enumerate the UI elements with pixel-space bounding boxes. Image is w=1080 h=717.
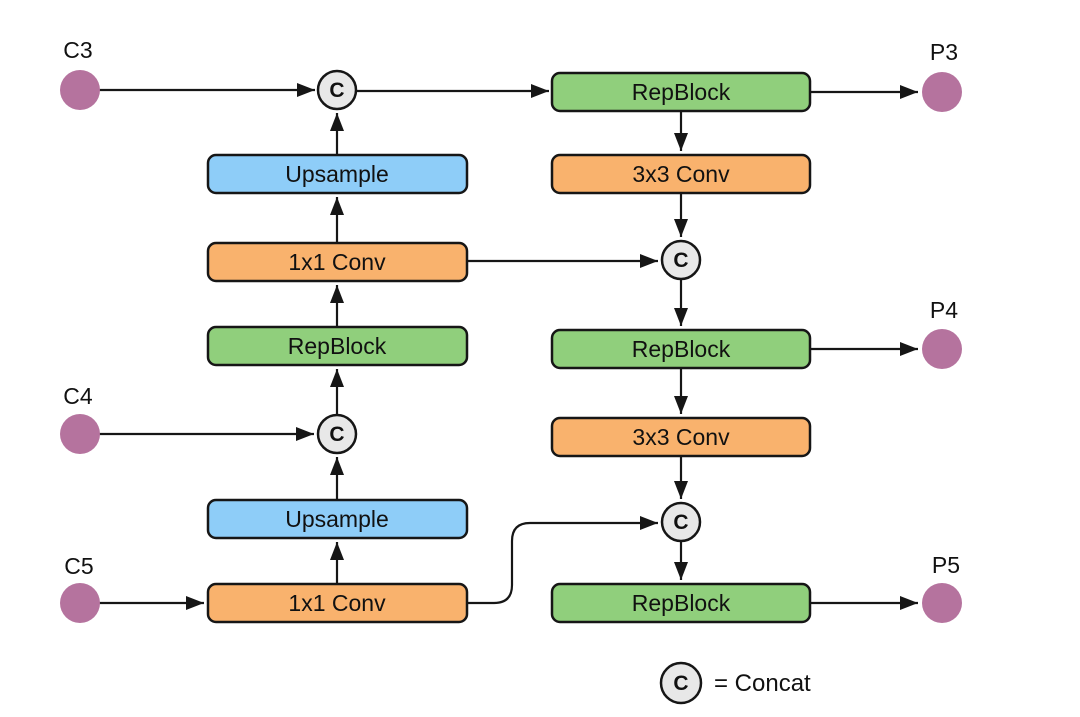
block-repblock-p4: RepBlock — [550, 328, 812, 370]
block-upsample-bottom: Upsample — [206, 498, 469, 540]
block-repblock-p4-label: RepBlock — [632, 336, 731, 362]
edges — [98, 83, 918, 610]
legend-concat-icon — [659, 661, 703, 705]
concat-p5: C — [660, 501, 702, 543]
block-conv3x3-mid: 3x3 Conv — [550, 416, 812, 458]
block-conv1x1-mid: 1x1 Conv — [206, 241, 469, 283]
output-node-p4-dot — [922, 329, 962, 369]
block-conv3x3-mid-label: 3x3 Conv — [632, 424, 730, 450]
output-node-p3-label: P3 — [930, 39, 958, 65]
concat-p4-symbol: C — [673, 249, 688, 272]
output-node-p5-dot — [922, 583, 962, 623]
block-conv1x1-mid-rect — [206, 241, 469, 283]
block-repblock-p4-rect — [550, 328, 812, 370]
block-repblock-left: RepBlock — [206, 325, 469, 367]
concat-p5-circle — [660, 501, 702, 543]
concat-p4: C — [660, 239, 702, 281]
concat-c4-symbol: C — [329, 423, 344, 446]
block-conv1x1-bottom-label: 1x1 Conv — [288, 590, 386, 616]
block-conv1x1-bottom-rect — [206, 582, 469, 624]
concat-top: C — [316, 69, 358, 111]
concat-c4: C — [316, 413, 358, 455]
block-repblock-left-rect — [206, 325, 469, 367]
block-repblock-p3: RepBlock — [550, 71, 812, 113]
output-node-p3-dot — [922, 72, 962, 112]
output-node-p5: P5 — [922, 552, 962, 623]
block-repblock-p5: RepBlock — [550, 582, 812, 624]
concat-top-symbol: C — [329, 79, 344, 102]
block-conv3x3-top: 3x3 Conv — [550, 153, 812, 195]
block-conv3x3-mid-rect — [550, 416, 812, 458]
input-node-c5-label: C5 — [64, 553, 93, 579]
input-node-c3: C3 — [60, 37, 100, 110]
output-node-p5-label: P5 — [932, 552, 960, 578]
edge-conv1x1-bottom-to-concat-p5 — [467, 516, 658, 605]
input-node-c5: C5 — [60, 553, 100, 623]
input-node-c4: C4 — [60, 383, 100, 454]
block-upsample-bottom-rect — [206, 498, 469, 540]
input-node-c3-label: C3 — [63, 37, 92, 63]
input-node-c3-dot — [60, 70, 100, 110]
block-upsample-top-rect — [206, 153, 469, 195]
input-node-c4-label: C4 — [63, 383, 93, 409]
input-node-c5-dot — [60, 583, 100, 623]
block-conv3x3-top-label: 3x3 Conv — [632, 161, 730, 187]
input-node-c4-dot — [60, 414, 100, 454]
block-repblock-p3-rect — [550, 71, 812, 113]
concat-c4-circle — [316, 413, 358, 455]
legend: C = Concat — [659, 661, 811, 705]
block-conv3x3-top-rect — [550, 153, 812, 195]
output-node-p4: P4 — [922, 297, 962, 369]
block-repblock-p3-label: RepBlock — [632, 79, 731, 105]
block-conv1x1-bottom: 1x1 Conv — [206, 582, 469, 624]
output-node-p4-label: P4 — [930, 297, 958, 323]
concat-p4-circle — [660, 239, 702, 281]
block-upsample-top-label: Upsample — [285, 161, 389, 187]
block-upsample-top: Upsample — [206, 153, 469, 195]
concat-p5-symbol: C — [673, 511, 688, 534]
concat-top-circle — [316, 69, 358, 111]
block-upsample-bottom-label: Upsample — [285, 506, 389, 532]
block-conv1x1-mid-label: 1x1 Conv — [288, 249, 386, 275]
legend-equals-text: = Concat — [714, 670, 811, 697]
block-repblock-left-label: RepBlock — [288, 333, 387, 359]
legend-concat-symbol: C — [673, 672, 688, 695]
block-repblock-p5-rect — [550, 582, 812, 624]
block-repblock-p5-label: RepBlock — [632, 590, 731, 616]
output-node-p3: P3 — [922, 39, 962, 112]
